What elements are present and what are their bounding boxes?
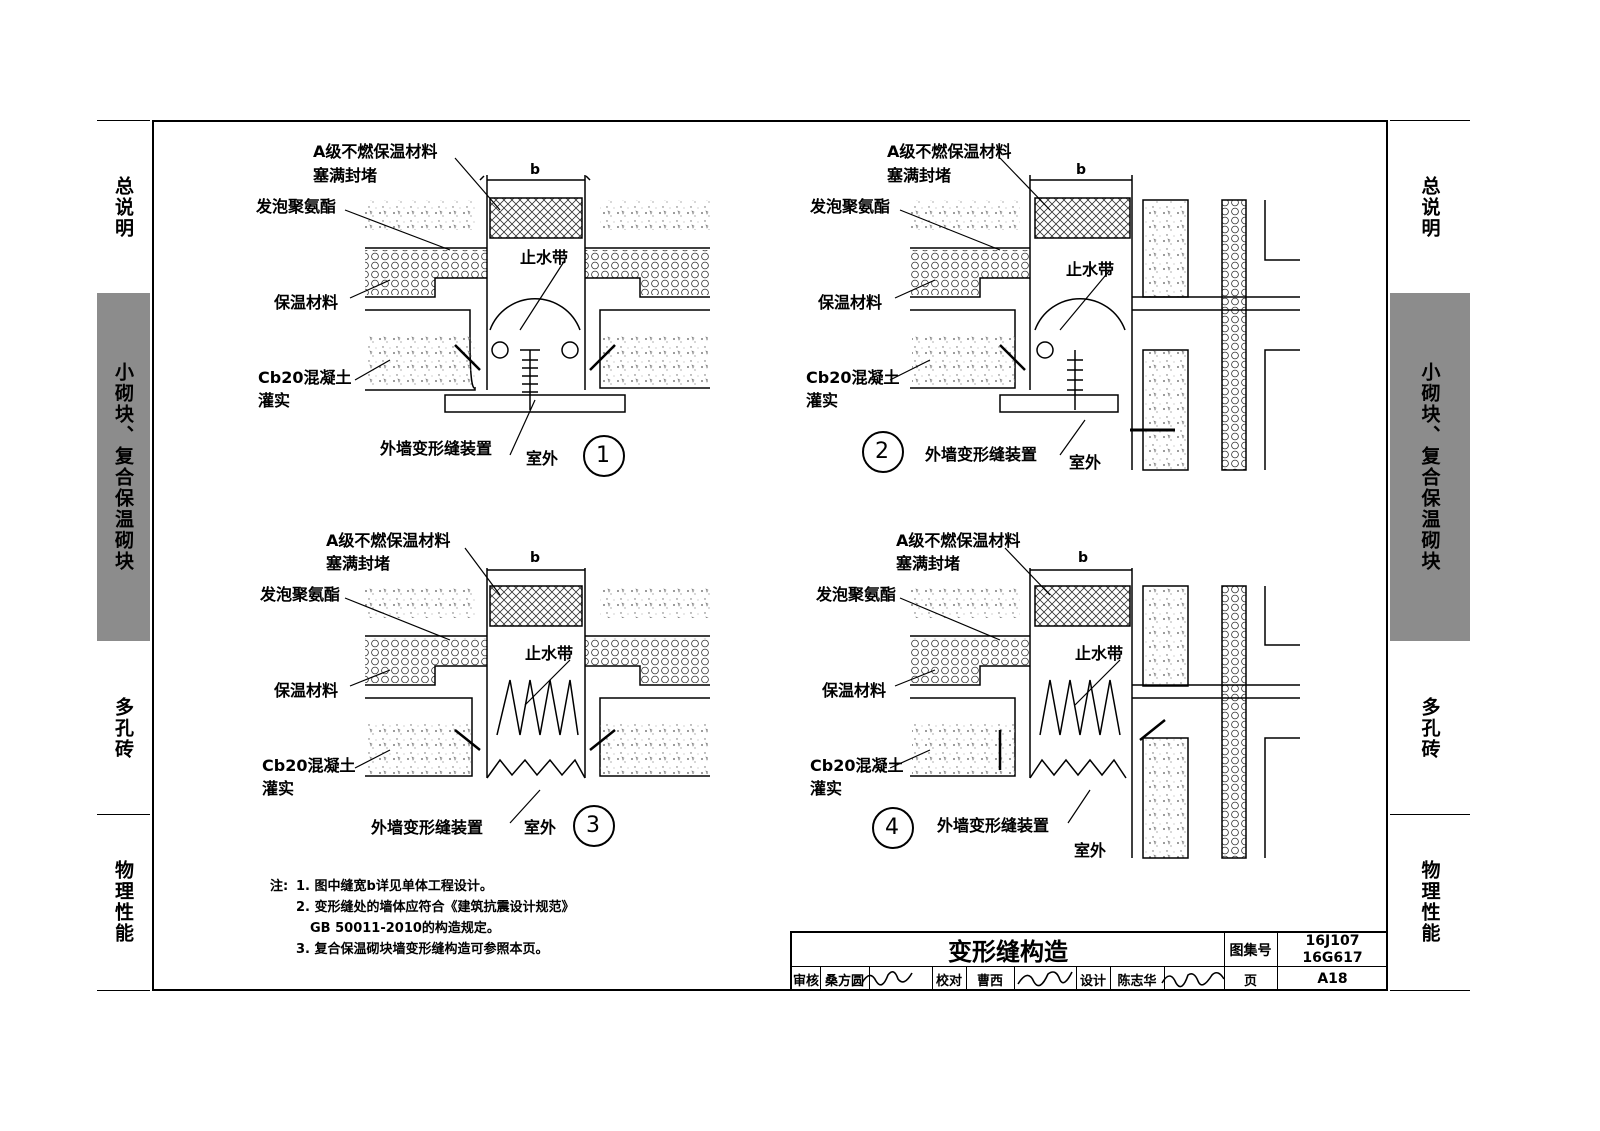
tab-rule — [1390, 814, 1470, 815]
right-tab-perforated-brick[interactable]: 多孔砖 — [1418, 696, 1441, 760]
label-insulation: 保温材料 — [818, 293, 883, 312]
note-2: 2. 变形缝处的墙体应符合《建筑抗震设计规范》 — [296, 900, 575, 915]
signature-designer — [1161, 971, 1225, 988]
label-grout: 灌实 — [810, 779, 843, 798]
label-grade-a: A级不燃保温材料 — [887, 142, 1012, 161]
detail-number: 4 — [885, 815, 899, 840]
label-waterstop: 止水带 — [525, 644, 574, 663]
label-device: 外墙变形缝装置 — [937, 816, 1050, 835]
note-1: 1. 图中缝宽b详见单体工程设计。 — [296, 879, 493, 894]
label-insulation: 保温材料 — [274, 681, 339, 700]
leader-lines — [344, 157, 1121, 824]
label-outdoor: 室外 — [1074, 841, 1107, 860]
tab-rule — [97, 814, 150, 815]
detail-number: 3 — [586, 813, 600, 838]
title-block: 变形缝构造 图集号 16J107 16G617 审核 桑方圆 校对 曹西 设计 … — [790, 931, 1388, 991]
right-tab-small-block[interactable]: 小砌块、复合保温砌块 — [1390, 293, 1470, 641]
label-grout: 灌实 — [258, 391, 291, 410]
label-width: b — [1078, 550, 1089, 566]
label-seal: 塞满封堵 — [326, 554, 391, 573]
label-waterstop: 止水带 — [520, 248, 569, 267]
tab-rule — [97, 990, 150, 991]
label-grade-a: A级不燃保温材料 — [896, 531, 1021, 550]
label-insulation: 保温材料 — [822, 681, 887, 700]
label-device: 外墙变形缝装置 — [925, 445, 1038, 464]
label-concrete: Cb20混凝土 — [806, 368, 900, 387]
left-tab-small-block[interactable]: 小砌块、复合保温砌块 — [97, 293, 150, 641]
label-foam: 发泡聚氨酯 — [260, 585, 341, 604]
checker-name: 曹西 — [976, 973, 1003, 989]
right-tab-physical[interactable]: 物理性能 — [1418, 860, 1441, 944]
atlas-label: 图集号 — [1229, 942, 1272, 959]
label-seal: 塞满封堵 — [887, 166, 952, 185]
tab-rule — [1390, 120, 1470, 121]
left-tab-perforated-brick[interactable]: 多孔砖 — [112, 696, 134, 760]
right-tab-general[interactable]: 总说明 — [1418, 175, 1441, 239]
drawing-frame — [152, 120, 1388, 991]
label-width: b — [530, 550, 541, 566]
label-concrete: Cb20混凝土 — [258, 368, 352, 387]
check-label: 校对 — [935, 973, 962, 989]
detail-circle — [862, 431, 904, 473]
detail-2-drawing — [910, 175, 1300, 471]
label-waterstop: 止水带 — [1066, 260, 1115, 279]
label-width: b — [530, 162, 541, 178]
label-seal: 塞满封堵 — [896, 554, 961, 573]
label-insulation: 保温材料 — [274, 293, 339, 312]
review-label: 审核 — [792, 973, 819, 989]
left-tab-general[interactable]: 总说明 — [112, 175, 134, 239]
tab-rule — [1390, 990, 1470, 991]
label-concrete: Cb20混凝土 — [262, 756, 356, 775]
page-number: A18 — [1317, 971, 1348, 987]
label-outdoor: 室外 — [526, 449, 559, 468]
label-grout: 灌实 — [262, 779, 295, 798]
label-grout: 灌实 — [806, 391, 839, 410]
label-width: b — [1076, 162, 1087, 178]
signature-reviewer — [861, 971, 913, 986]
detail-number: 1 — [596, 443, 610, 468]
label-seal: 塞满封堵 — [313, 166, 378, 185]
design-label: 设计 — [1079, 973, 1106, 989]
page-label: 页 — [1243, 973, 1257, 989]
detail-3-drawing — [365, 568, 710, 779]
label-foam: 发泡聚氨酯 — [810, 197, 891, 216]
label-foam: 发泡聚氨酯 — [816, 585, 897, 604]
label-device: 外墙变形缝装置 — [371, 818, 484, 837]
atlas-number-1: 16J107 — [1305, 933, 1360, 949]
label-outdoor: 室外 — [1069, 453, 1102, 472]
reviewer-name: 桑方圆 — [824, 973, 864, 989]
detail-4-drawing — [910, 568, 1300, 859]
label-waterstop: 止水带 — [1075, 644, 1124, 663]
note-3: 3. 复合保温砌块墙变形缝构造可参照本页。 — [296, 942, 549, 957]
label-concrete: Cb20混凝土 — [810, 756, 904, 775]
notes-prefix: 注: — [270, 879, 289, 894]
tab-rule — [97, 120, 150, 121]
detail-circle — [583, 435, 625, 477]
detail-circle — [573, 805, 615, 847]
signature-checker — [1017, 971, 1073, 987]
detail-number: 2 — [875, 439, 889, 464]
label-outdoor: 室外 — [524, 818, 557, 837]
designer-name: 陈志华 — [1117, 973, 1157, 989]
note-2-cont: GB 50011-2010的构造规定。 — [310, 921, 500, 936]
detail-1-drawing — [365, 175, 710, 413]
drawing-title: 变形缝构造 — [948, 938, 1068, 966]
label-grade-a: A级不燃保温材料 — [326, 531, 451, 550]
notes: 注: 1. 图中缝宽b详见单体工程设计。 2. 变形缝处的墙体应符合《建筑抗震设… — [270, 876, 575, 960]
detail-circle — [872, 807, 914, 849]
left-tab-physical[interactable]: 物理性能 — [112, 860, 134, 944]
label-foam: 发泡聚氨酯 — [256, 197, 337, 216]
atlas-number-2: 16G617 — [1302, 949, 1363, 966]
label-grade-a: A级不燃保温材料 — [313, 142, 438, 161]
label-device: 外墙变形缝装置 — [380, 439, 493, 458]
